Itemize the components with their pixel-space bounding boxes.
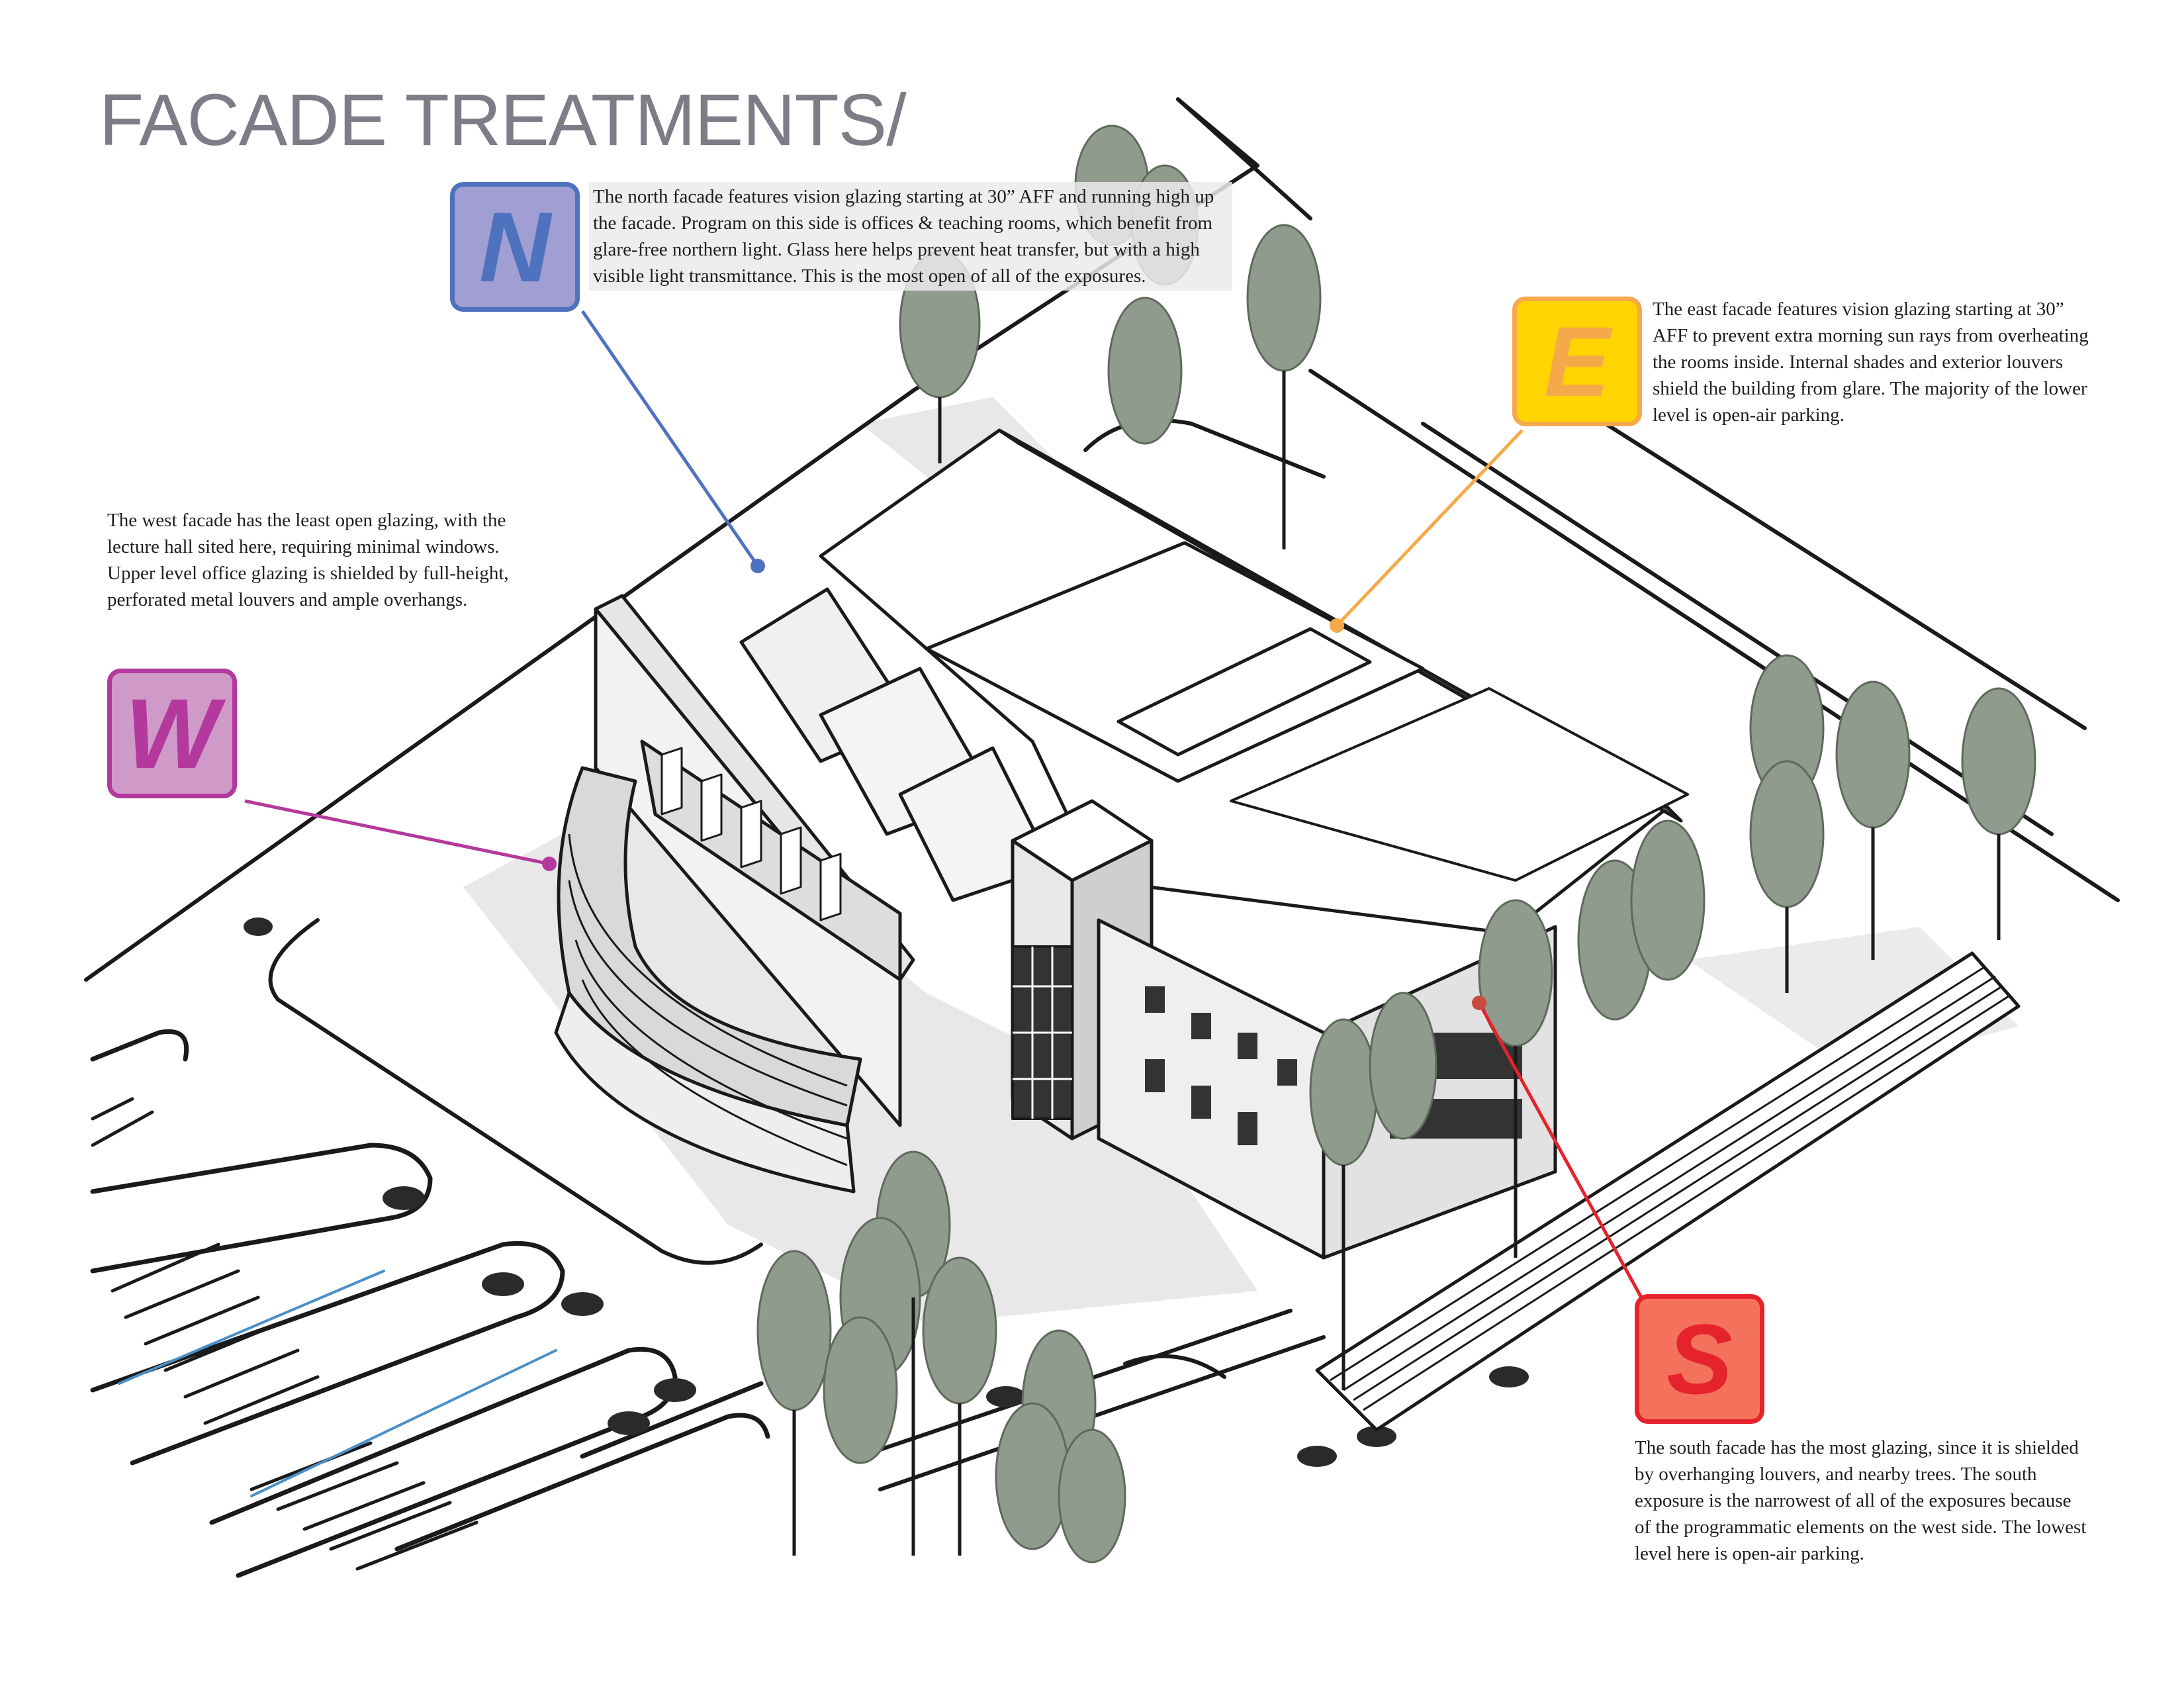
north-leader-line — [580, 310, 760, 567]
leader-dots — [542, 559, 1486, 1010]
north-badge-letter: N — [478, 191, 551, 303]
west-facade-note: The west facade has the least open glazi… — [107, 510, 509, 610]
tree-trunks — [792, 371, 2001, 1556]
east-leader-dot — [1330, 618, 1344, 633]
site-linework — [84, 97, 2120, 1491]
west-badge: W — [107, 669, 237, 798]
page-title: FACADE TREATMENTS/ — [99, 79, 907, 161]
east-badge-letter: E — [1543, 306, 1611, 417]
east-badge: E — [1512, 297, 1642, 426]
west-leader-line — [244, 799, 550, 866]
west-badge-letter: W — [125, 678, 219, 789]
south-leader-line — [1477, 1002, 1643, 1299]
parked-cars — [244, 917, 1529, 1467]
north-leader-dot — [751, 559, 765, 573]
east-facade-note: The east facade features vision glazing … — [1653, 299, 2089, 426]
south-leader-dot — [1472, 996, 1486, 1010]
west-leader-dot — [542, 857, 557, 871]
north-badge: N — [450, 182, 580, 312]
leader-lines — [244, 310, 1643, 1299]
north-facade-note: The north facade features vision glazing… — [589, 182, 1232, 291]
south-badge-letter: S — [1666, 1303, 1733, 1415]
south-facade-note: The south facade has the most glazing, s… — [1635, 1437, 2087, 1564]
south-badge: S — [1635, 1294, 1764, 1424]
parking-lot — [90, 1029, 770, 1578]
east-leader-line — [1336, 429, 1524, 627]
